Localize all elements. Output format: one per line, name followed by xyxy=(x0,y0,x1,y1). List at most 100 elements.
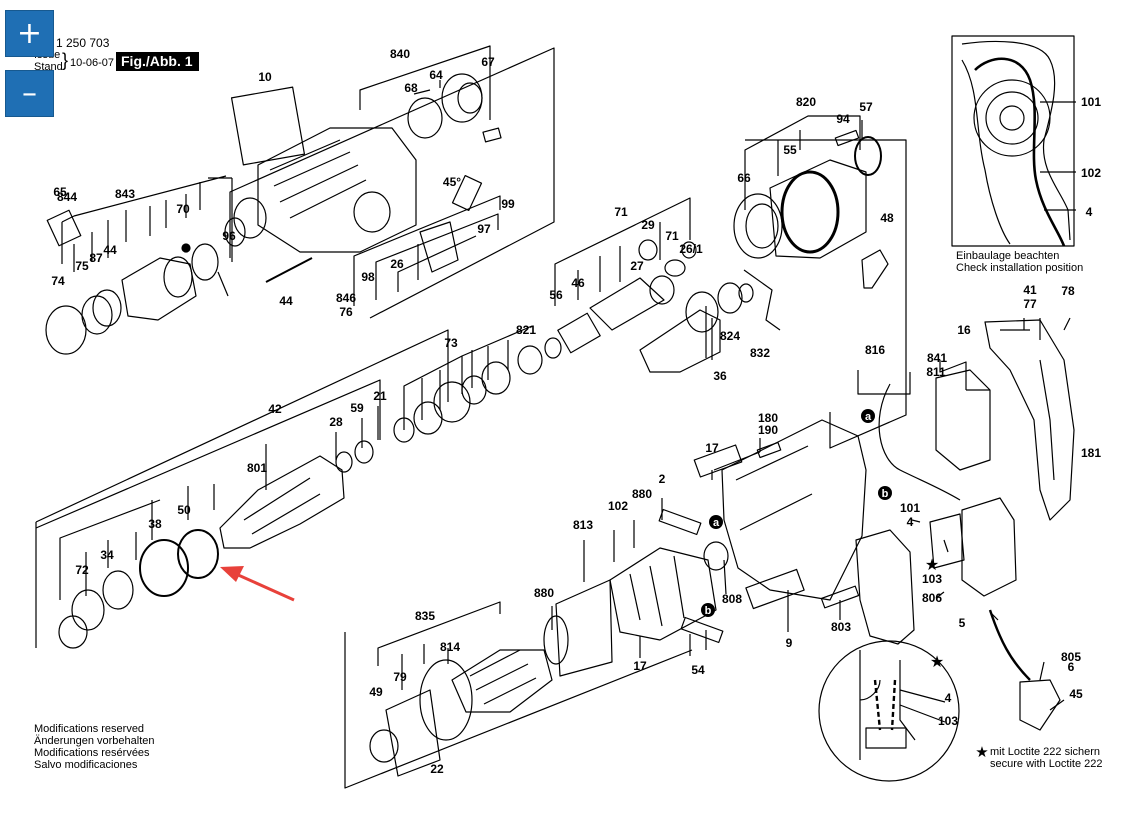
part-label: 29 xyxy=(641,218,655,232)
inset-caption-de: Einbaulage beachten xyxy=(956,250,1060,262)
impact-mechanism-group xyxy=(544,239,781,373)
part-label: 26/1 xyxy=(679,242,703,256)
part-label: 55 xyxy=(783,143,797,157)
part-label: 46 xyxy=(571,276,585,290)
modifications-line-2: Änderungen vorbehalten xyxy=(34,735,155,747)
part-label: 98 xyxy=(361,270,375,284)
part-label: 68 xyxy=(404,81,418,95)
part-label: 67 xyxy=(481,55,495,69)
part-label: 45° xyxy=(443,175,461,189)
inset-top-right-label: 101 xyxy=(1081,95,1101,109)
callout-circle xyxy=(878,486,892,500)
inset-wire xyxy=(974,57,1066,247)
part-label: 66 xyxy=(737,171,751,185)
part-label: 10 xyxy=(258,70,272,84)
inset-top-right-label: 102 xyxy=(1081,166,1101,180)
part-label: 87 xyxy=(89,251,103,265)
callout-letter: a xyxy=(865,411,872,423)
top-panel-outline xyxy=(229,47,555,319)
part-label: 801 xyxy=(247,461,267,475)
part-label: 841 xyxy=(927,351,947,365)
modifications-line-3: Modifications resérvées xyxy=(34,747,150,759)
part-label: 54 xyxy=(691,663,705,677)
part-label: 821 xyxy=(516,323,536,337)
part-label: 73 xyxy=(444,336,458,350)
part-label: 34 xyxy=(100,548,114,562)
tool-holder-group xyxy=(45,209,229,355)
inset-top-right-label: 4 xyxy=(1086,205,1093,219)
part-label: 71 xyxy=(665,229,679,243)
part-label: 99 xyxy=(501,197,515,211)
part-label: 71 xyxy=(614,205,628,219)
issue-date: 10-06-07 xyxy=(70,57,115,69)
part-label: 17 xyxy=(633,659,647,673)
part-label: 79 xyxy=(393,670,407,684)
star-marker-inset: ★ xyxy=(930,654,944,671)
part-label: 38 xyxy=(148,517,162,531)
part-label: 44 xyxy=(103,243,117,257)
part-label: 94 xyxy=(836,112,850,126)
motor-bearing-group xyxy=(733,129,889,289)
part-label: 806 xyxy=(922,591,942,605)
callout-circle xyxy=(701,603,715,617)
part-label: 28 xyxy=(329,415,343,429)
inset-caption-en: Check installation position xyxy=(956,262,1084,274)
header-brace: } xyxy=(62,50,69,70)
part-label: 824 xyxy=(720,329,740,343)
loctite-note-line-1: mit Loctite 222 sichern xyxy=(990,746,1101,758)
part-label: 180 xyxy=(758,411,778,425)
part-label: 814 xyxy=(440,640,460,654)
motor-housing-group xyxy=(693,419,915,645)
part-label: 76 xyxy=(339,305,353,319)
part-label: 21 xyxy=(373,389,387,403)
loctite-note-line-2: secure with Loctite 222 xyxy=(990,758,1103,770)
part-label: 6 xyxy=(1068,660,1075,674)
part-label: 26 xyxy=(390,257,404,271)
callout-letter: b xyxy=(705,605,712,617)
zoom-in-button[interactable]: + xyxy=(5,10,54,57)
part-label: 811 xyxy=(926,365,946,379)
inset-handle-contour xyxy=(961,40,1071,245)
part-label: 840 xyxy=(390,47,410,61)
rotary-tube-group xyxy=(58,345,543,649)
part-label: 101 xyxy=(900,501,920,515)
star-marker-switch: ★ xyxy=(925,557,939,574)
red-arrow-indicator xyxy=(220,566,295,602)
lower-panel-outline xyxy=(344,632,693,789)
part-label: 57 xyxy=(859,100,873,114)
part-label: 22 xyxy=(430,762,444,776)
zoom-out-button[interactable]: – xyxy=(5,70,54,117)
part-label: 820 xyxy=(796,95,816,109)
part-label: 803 xyxy=(831,620,851,634)
part-label: 181 xyxy=(1081,446,1101,460)
middle-panel-outline xyxy=(35,329,449,523)
part-label: 843 xyxy=(115,187,135,201)
gear-housing-group xyxy=(224,73,502,283)
part-label: 16 xyxy=(957,323,971,337)
part-label: 70 xyxy=(176,202,190,216)
part-label: 96 xyxy=(222,229,236,243)
part-label: 102 xyxy=(608,499,628,513)
part-label: 27 xyxy=(630,259,644,273)
part-label: 59 xyxy=(350,401,364,415)
part-label: 44 xyxy=(279,294,293,308)
inset-bottom-right-label: 103 xyxy=(938,714,958,728)
part-label: 4 xyxy=(907,515,914,529)
field-and-armature-group xyxy=(369,508,724,777)
part-label: 48 xyxy=(880,211,894,225)
star-marker-note: ★ xyxy=(975,744,988,761)
part-label: 805 xyxy=(1061,650,1081,664)
part-label: 36 xyxy=(713,369,727,383)
callout-circle xyxy=(709,515,723,529)
part-label: 50 xyxy=(177,503,191,517)
inset-motor-housing xyxy=(973,79,1051,157)
part-label: 844 xyxy=(57,190,77,204)
part-label: 78 xyxy=(1061,284,1075,298)
part-label: 17 xyxy=(705,441,719,455)
part-label: 103 xyxy=(922,572,942,586)
part-label: 190 xyxy=(758,423,778,437)
part-label: 832 xyxy=(750,346,770,360)
part-label: 65 xyxy=(53,185,67,199)
part-label: 77 xyxy=(1023,297,1037,311)
